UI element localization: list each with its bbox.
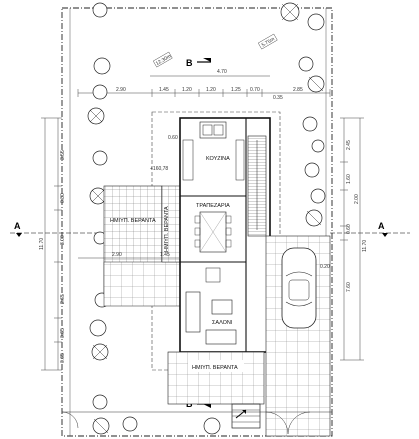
plot-dimension-marks: 12.30m 5.75m <box>152 33 278 68</box>
section-a-left: A <box>10 221 100 237</box>
car-outline <box>281 247 317 329</box>
dim-left-4: 2.65 <box>60 294 66 304</box>
middle-dimension-row: 2.90 1.45 <box>78 252 180 259</box>
room-veranda-left: ΗΜΙΥΠ. ΒΕΡΑΝΤΑ <box>110 218 156 224</box>
veranda-bottom-area <box>167 351 265 405</box>
front-gate <box>61 411 332 435</box>
room-kitchen: ΚΟΥΖΙΝΑ <box>206 156 230 162</box>
dim-top-3: 1.20 <box>182 87 192 93</box>
dim-parking-width: 0.20 <box>320 264 330 270</box>
room-veranda-bottom: ΗΜΙΥΠ. ΒΕΡΑΝΤΑ <box>192 365 238 371</box>
kitchen-area: ΚΟΥΖΙΝΑ +160,78 0.60 <box>150 121 245 181</box>
dim-right-4: 0.60 <box>346 224 352 234</box>
dim-left-6: 0.65 <box>60 353 66 363</box>
dim-left-1: 3.55 <box>60 150 66 160</box>
tree-foliage-marks <box>89 3 324 434</box>
dim-right-overall: 11.70 <box>362 240 368 252</box>
dim-left-overall: 11.70 <box>39 238 45 250</box>
plot-mark-right: 5.75m <box>261 36 276 48</box>
section-b-top-label: B <box>186 58 193 68</box>
section-a-right-label: A <box>378 221 385 231</box>
entrance-steps <box>231 403 261 429</box>
floor-level-mark: +160,78 <box>150 166 168 172</box>
section-a-left-label: A <box>14 221 21 231</box>
dim-left-2: 0.80 <box>60 193 66 203</box>
room-dining: ΤΡΑΠΕΖΑΡΙΑ <box>196 203 230 209</box>
dim-mid-2: 1.45 <box>160 252 170 258</box>
dining-area: ΤΡΑΠΕΖΑΡΙΑ <box>194 203 232 253</box>
top-dimension-chain: 4.70 2.90 1.45 1.20 1.20 1.25 0.70 2.85 … <box>77 69 331 101</box>
dim-top-overall: 4.70 <box>217 69 227 75</box>
room-veranda-vertical: ΗΜΙΥΠ. ΒΕΡΑΝΤΑ <box>164 206 170 252</box>
dim-top-2: 1.45 <box>159 87 169 93</box>
left-dimension-chain: 3.55 0.80 3.00 2.65 0.65 0.65 11.70 <box>39 117 66 371</box>
dim-right-1: 2.45 <box>346 140 352 150</box>
dim-left-3: 3.00 <box>60 235 66 245</box>
dim-top-4: 1.20 <box>206 87 216 93</box>
dim-small-kitchen: 0.60 <box>168 135 178 141</box>
dim-top-7: 2.85 <box>293 87 303 93</box>
right-dimension-chain: 2.45 1.60 2.00 0.60 11.70 7.60 <box>340 117 368 361</box>
room-living: ΣΑΛΟΝΙ <box>212 320 233 326</box>
dim-left-5: 0.65 <box>60 328 66 338</box>
section-a-right: A <box>330 221 410 237</box>
dim-right-2: 1.60 <box>346 174 352 184</box>
dim-parking-depth: 7.60 <box>346 282 352 292</box>
dim-top-6: 0.70 <box>250 87 260 93</box>
section-b-top: B <box>186 58 211 68</box>
dim-mid-1: 2.90 <box>112 252 122 258</box>
living-area: ΣΑΛΟΝΙ <box>185 267 237 345</box>
veranda-left-lower <box>103 261 181 307</box>
dim-top-5: 1.25 <box>231 87 241 93</box>
dim-right-3: 2.00 <box>354 194 360 204</box>
dim-top-1: 2.90 <box>116 87 126 93</box>
dim-top-small: 0.35 <box>273 95 283 101</box>
